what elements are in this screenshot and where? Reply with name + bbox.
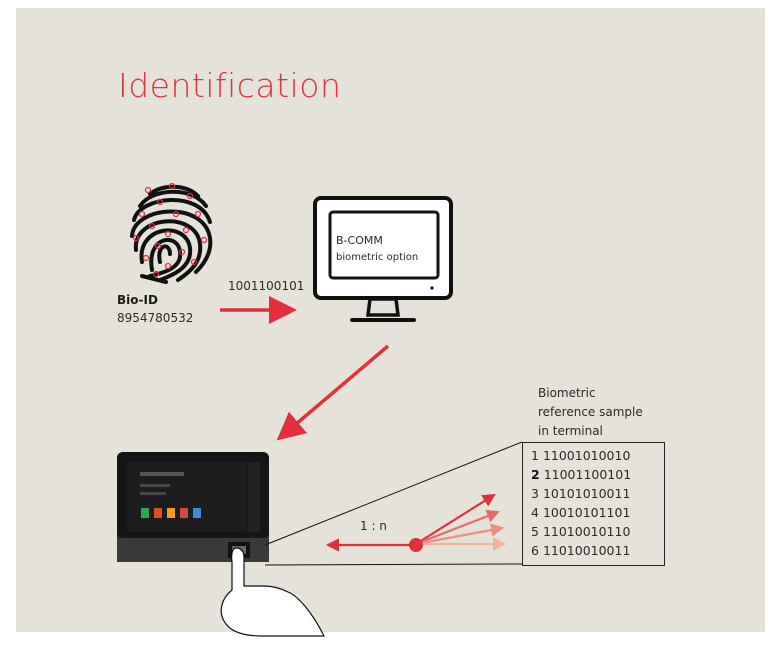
bio-id-number: 8954780532: [117, 311, 194, 325]
sample-code: 11001100101: [543, 467, 632, 482]
match-ratio-label: 1 : n: [360, 519, 387, 533]
monitor-icon: [313, 196, 453, 322]
sample-code: 11010010110: [542, 524, 631, 539]
hand-icon: [220, 547, 325, 637]
fingerprint-icon: [130, 184, 213, 284]
sample-row: 5 11010010110: [531, 524, 630, 539]
arrow-candidate-3: [415, 523, 505, 546]
sample-row: 6 11010010011: [531, 543, 630, 558]
sample-row: 1 11001010010: [531, 448, 630, 463]
monitor-line-1: B-COMM: [336, 234, 383, 247]
minutiae-markers: [132, 182, 208, 278]
sample-code: 10010101101: [542, 505, 631, 520]
sample-index: 6: [531, 543, 539, 558]
sample-code: 10101010011: [542, 486, 631, 501]
callout-top: [264, 441, 523, 546]
sample-index: 2: [531, 467, 540, 482]
bio-id-label: Bio-ID: [117, 293, 158, 307]
callout-bottom: [264, 563, 523, 566]
sample-index: 5: [531, 524, 539, 539]
sample-index: 3: [531, 486, 539, 501]
page-title: Identification: [118, 66, 342, 105]
arrow-candidate-1: [415, 493, 496, 545]
terminal-device: [117, 452, 269, 562]
reference-line-1: Biometric: [538, 386, 596, 400]
sample-row-match: 2 11001100101: [531, 467, 631, 482]
sample-code: 11001010010: [542, 448, 631, 463]
sample-row: 3 10101010011: [531, 486, 630, 501]
sample-index: 1: [531, 448, 539, 463]
sample-index: 4: [531, 505, 539, 520]
reference-line-2: reference sample: [538, 405, 643, 419]
sample-code: 11010010011: [542, 543, 631, 558]
reference-line-3: in terminal: [538, 424, 603, 438]
reference-sample-list: 1 11001010010 2 11001100101 3 1010101001…: [522, 442, 665, 566]
sample-row: 4 10010101101: [531, 505, 630, 520]
match-origin-dot: [409, 538, 423, 552]
monitor-line-2: biometric option: [336, 252, 419, 263]
arrow-to-terminal: [276, 344, 390, 441]
arrow-candidate-2: [415, 509, 501, 546]
transfer-bits: 1001100101: [228, 279, 305, 293]
